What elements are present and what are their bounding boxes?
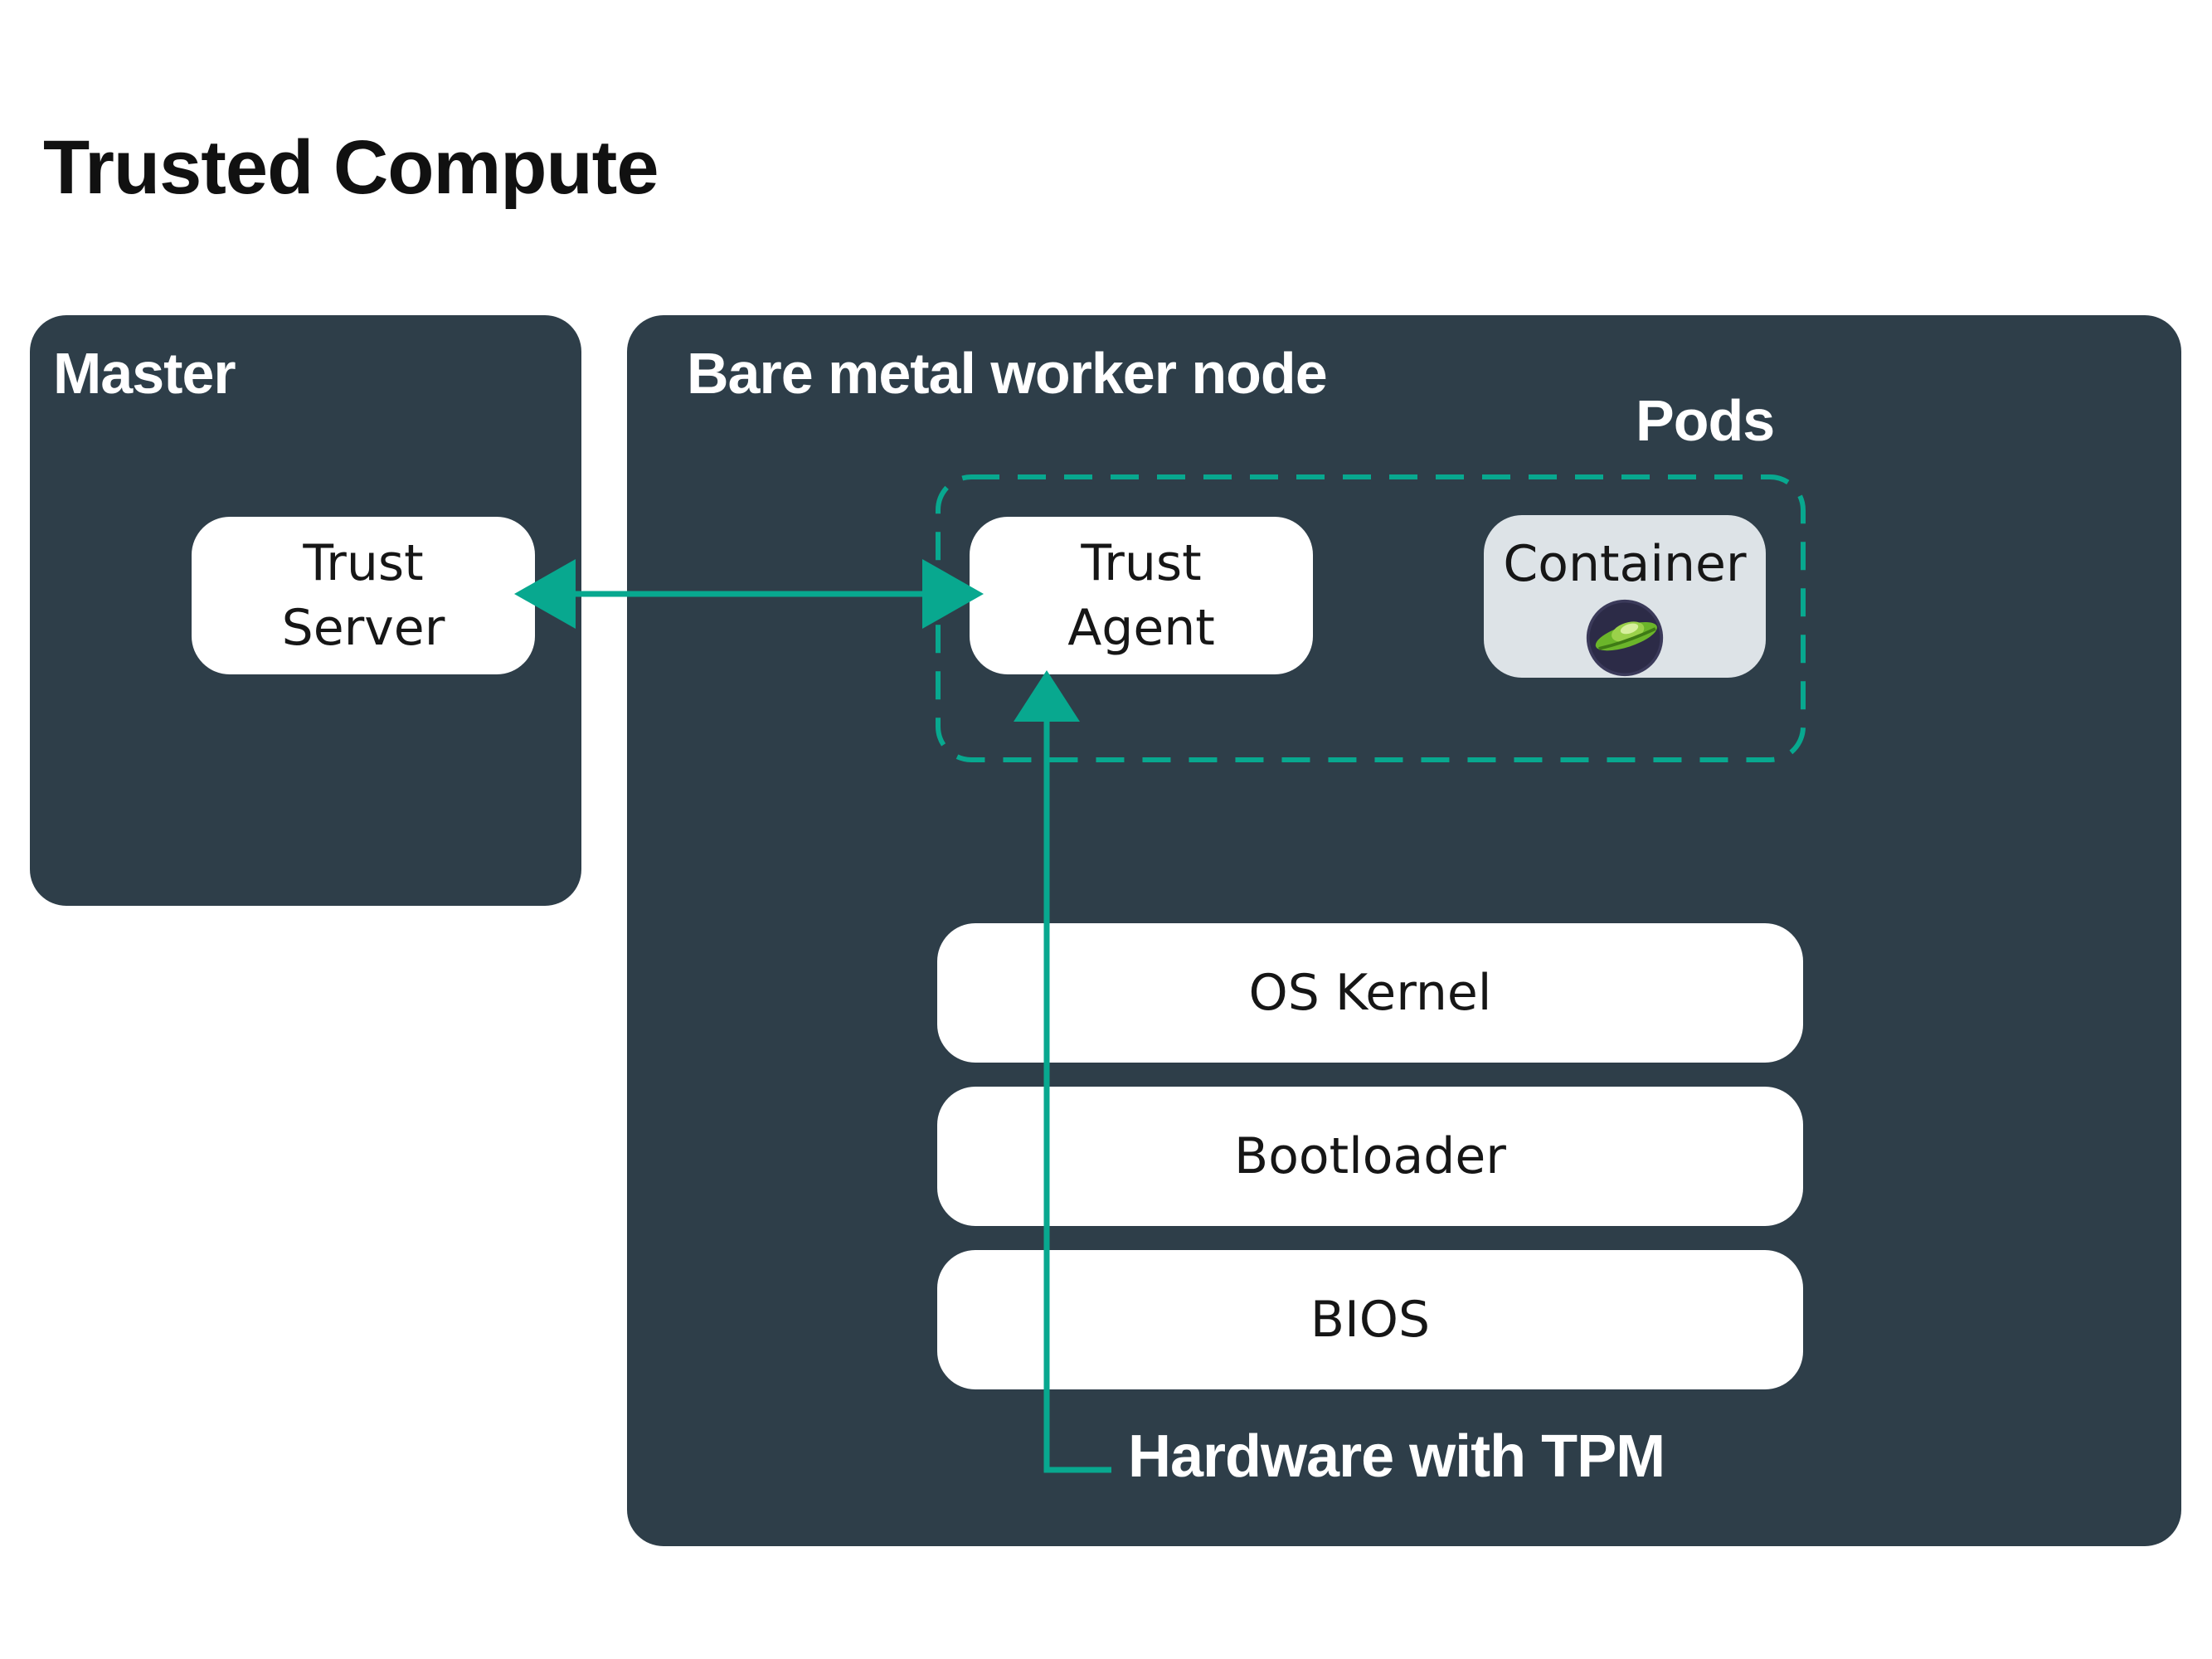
hardware-tpm-label: Hardware with TPM [1128,1423,1665,1490]
pods-label: Pods [1636,388,1775,453]
page-title: Trusted Compute [43,125,659,210]
os-kernel-layer: OS Kernel [937,923,1803,1063]
podman-icon [1586,599,1664,677]
container-box: Container [1484,515,1766,678]
trust-server-line2: Server [281,599,445,657]
trust-agent-box: Trust Agent [970,517,1313,674]
container-label: Container [1503,535,1747,593]
bios-layer: BIOS [937,1250,1803,1389]
bootloader-layer: Bootloader [937,1087,1803,1226]
master-label: Master [53,341,236,406]
worker-node-label: Bare metal worker node [687,341,1328,406]
trust-server-box: Trust Server [192,517,535,674]
trust-agent-line1: Trust [1081,534,1202,592]
trust-server-line1: Trust [303,534,424,592]
trust-agent-line2: Agent [1067,599,1215,657]
